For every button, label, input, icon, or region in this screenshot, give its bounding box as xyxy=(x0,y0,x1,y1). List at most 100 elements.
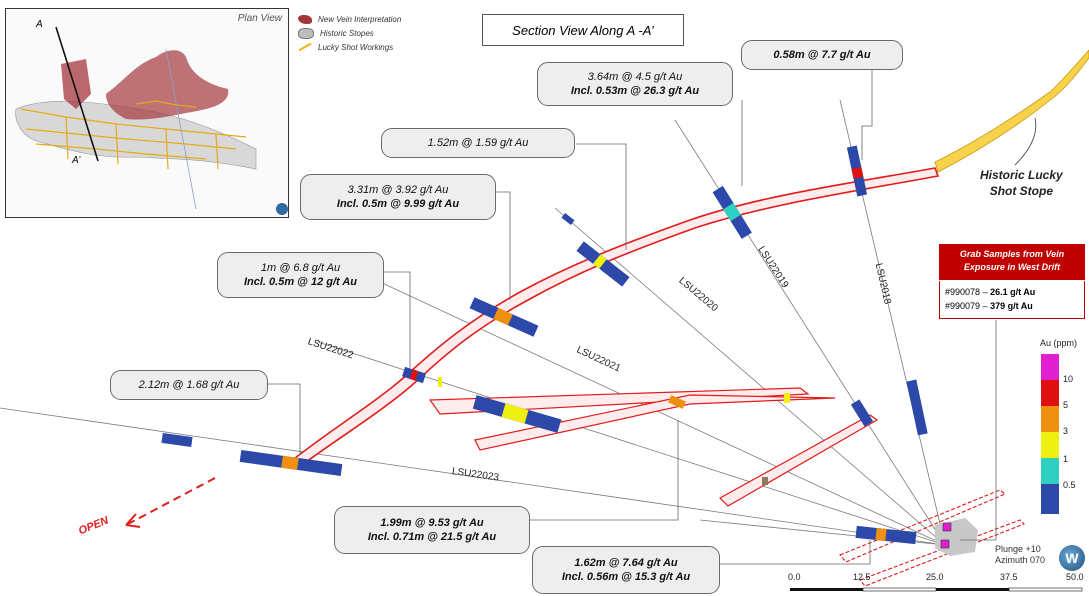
new-vein-swatch-icon xyxy=(298,14,312,24)
leader-c5 xyxy=(384,271,411,370)
au-scale-band-low xyxy=(1041,484,1059,514)
leader-grab xyxy=(960,320,997,541)
intercept-lsu2018-lower xyxy=(906,379,928,436)
callout-3-64m: 3.64m @ 4.5 g/t Au Incl. 0.53m @ 26.3 g/… xyxy=(537,62,733,106)
vein-outline-lower-1 xyxy=(428,387,810,415)
callout-leaders xyxy=(268,60,997,565)
legend-label-new-vein: New Vein Interpretation xyxy=(318,14,402,24)
callout-1-99m-line1: 1.99m @ 9.53 g/t Au xyxy=(380,517,484,529)
intercept-grade-small-3 xyxy=(762,477,768,485)
grab-sample-2-id: #990079 – xyxy=(945,301,988,311)
scale-bar-seg-4 xyxy=(1008,587,1083,592)
vein-outline-lower-5 xyxy=(859,519,1025,587)
leader-c1 xyxy=(861,60,873,160)
drill-intercepts xyxy=(161,145,928,545)
legend-item-historic-stopes: Historic Stopes xyxy=(298,26,418,40)
leader-c7 xyxy=(530,420,679,521)
hole-trace-lsu22023 xyxy=(0,407,946,546)
callout-3-31m-line1: 3.31m @ 3.92 g/t Au xyxy=(347,184,449,196)
plan-working-4 xyxy=(65,116,219,170)
historic-stope-label-line1: Historic Lucky xyxy=(980,168,1063,182)
scale-tick-25: 25.0 xyxy=(926,572,944,582)
grab-samples-title-line1: Grab Samples from Vein xyxy=(959,249,1065,259)
open-arrowhead xyxy=(125,513,141,528)
au-scale-title: Au (ppm) xyxy=(1040,338,1078,348)
grab-samples-body: #990078 – 26.1 g/t Au #990079 – 379 g/t … xyxy=(939,281,1085,319)
company-logo-icon: W xyxy=(1059,545,1085,571)
grab-sample-2 xyxy=(940,539,950,549)
callout-3-31m-line2: Incl. 0.5m @ 9.99 g/t Au xyxy=(336,198,460,210)
callout-1-62m-line1: 1.62m @ 7.64 g/t Au xyxy=(574,557,678,569)
plunge-azimuth: Plunge +10 Azimuth 070 xyxy=(995,544,1045,566)
plunge-text: Plunge +10 xyxy=(995,544,1041,554)
au-scale-band-10 xyxy=(1041,354,1059,380)
plan-view-title: Plan View xyxy=(237,13,282,24)
legend-item-new-vein: New Vein Interpretation xyxy=(298,12,418,26)
hole-trace-lsu22020 xyxy=(554,207,946,546)
intercept-collar-lower-grade xyxy=(875,527,887,541)
scale-bar-seg-3 xyxy=(936,588,1009,591)
leader-c8 xyxy=(720,540,871,565)
grab-sample-1-value: 26.1 g/t Au xyxy=(990,287,1036,297)
callout-3-64m-line2: Incl. 0.53m @ 26.3 g/t Au xyxy=(570,85,700,97)
workings-swatch-icon xyxy=(298,42,312,52)
callout-3-64m-line1: 3.64m @ 4.5 g/t Au xyxy=(587,71,683,83)
grab-samples-title-line2: Exposure in West Drift xyxy=(963,262,1061,272)
collar-drift xyxy=(935,518,978,556)
historic-stopes-swatch-icon xyxy=(298,27,314,39)
scale-tick-37-5: 37.5 xyxy=(1000,572,1018,582)
historic-stope-shape xyxy=(934,49,1089,173)
plan-new-vein-main xyxy=(106,50,229,120)
historic-stope-label-line2: Shot Stope xyxy=(989,184,1054,198)
intercept-lsu22019-b xyxy=(850,399,874,427)
intercept-grade-small-2 xyxy=(438,377,442,387)
vein-outline-lower-4 xyxy=(839,489,1007,563)
intercept-lsu22020-grade xyxy=(593,254,607,269)
intercept-lsu22022-grade xyxy=(409,369,419,381)
historic-stope-label: Historic Lucky Shot Stope xyxy=(980,167,1063,199)
intercept-lsu22019-grade xyxy=(723,202,741,222)
plan-workings xyxy=(20,100,247,170)
hole-trace-lsu22019 xyxy=(674,119,946,546)
vein-outline-main xyxy=(288,167,940,470)
leader-c3 xyxy=(576,143,627,250)
plan-label-a-prime: A’ xyxy=(72,155,81,166)
au-scale-band-1 xyxy=(1041,432,1059,458)
callout-3-31m: 3.31m @ 3.92 g/t Au Incl. 0.5m @ 9.99 g/… xyxy=(300,174,496,220)
callout-2-12m-line1: 2.12m @ 1.68 g/t Au xyxy=(138,379,240,391)
plan-new-vein xyxy=(61,59,91,109)
intercept-lsu2018-grade xyxy=(851,167,864,179)
intercept-lsu22022-lower-grade xyxy=(501,403,529,424)
callout-1m-line2: Incl. 0.5m @ 12 g/t Au xyxy=(243,276,357,288)
grab-sample-1 xyxy=(942,522,952,532)
plan-logo xyxy=(276,203,288,215)
leader-c6 xyxy=(268,383,301,455)
intercept-lsu22020-top xyxy=(561,212,575,226)
section-title: Section View Along A -A’ xyxy=(482,14,684,46)
au-scale-band-5 xyxy=(1041,380,1059,406)
callout-1-62m-line2: Incl. 0.56m @ 15.3 g/t Au xyxy=(561,571,691,583)
callout-0-58m: 0.58m @ 7.7 g/t Au xyxy=(741,40,903,70)
map-legend: New Vein Interpretation Historic Stopes … xyxy=(298,12,418,54)
callout-1m: 1m @ 6.8 g/t Au Incl. 0.5m @ 12 g/t Au xyxy=(217,252,384,298)
scale-bar-seg-1 xyxy=(790,588,863,591)
callout-1-52m-line1: 1.52m @ 1.59 g/t Au xyxy=(427,137,529,149)
plan-working-2 xyxy=(25,128,237,150)
scale-bar-seg-2 xyxy=(862,587,937,592)
grab-sample-1-id: #990078 – xyxy=(945,287,988,297)
grab-samples-header: Grab Samples from Vein Exposure in West … xyxy=(939,244,1085,280)
callout-2-12m: 2.12m @ 1.68 g/t Au xyxy=(110,370,268,400)
au-tick-10: 10 xyxy=(1063,374,1074,384)
azimuth-text: Azimuth 070 xyxy=(995,555,1046,565)
callout-1m-line1: 1m @ 6.8 g/t Au xyxy=(260,262,341,274)
plan-section-line xyxy=(55,26,99,162)
intercept-lsu22021-b xyxy=(668,395,686,409)
au-tick-0-5: 0.5 xyxy=(1063,480,1076,490)
plan-view-map xyxy=(15,26,288,215)
leader-c4 xyxy=(496,191,511,300)
au-tick-5: 5 xyxy=(1063,400,1069,410)
intercept-lsu22023-grade xyxy=(281,455,299,470)
grab-sample-row-1: #990078 – 26.1 g/t Au xyxy=(945,285,1079,299)
scale-tick-12-5: 12.5 xyxy=(853,572,871,582)
